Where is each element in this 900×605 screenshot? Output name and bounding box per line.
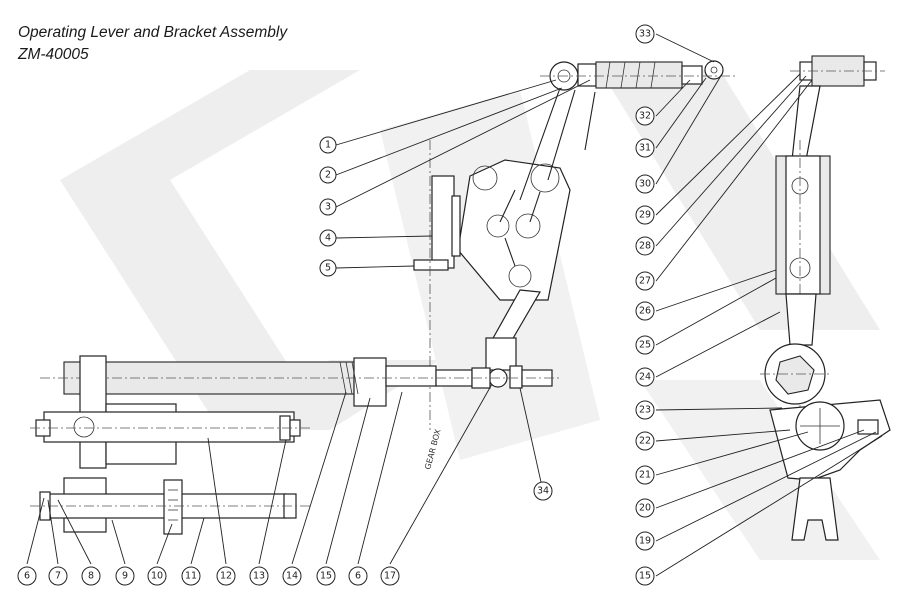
svg-text:11: 11: [185, 571, 197, 582]
callout-20: 20: [635, 498, 655, 518]
callout-26: 26: [635, 301, 655, 321]
svg-text:26: 26: [639, 306, 651, 317]
callout-21: 21: [635, 465, 655, 485]
svg-text:2: 2: [325, 170, 331, 181]
callout-33: 33: [635, 24, 655, 44]
callout-11: 11: [181, 566, 201, 586]
svg-text:22: 22: [639, 436, 651, 447]
svg-text:20: 20: [639, 503, 651, 514]
svg-text:29: 29: [639, 210, 651, 221]
svg-text:14: 14: [286, 571, 298, 582]
svg-text:31: 31: [639, 143, 651, 154]
watermark: [60, 70, 880, 560]
svg-text:23: 23: [639, 405, 651, 416]
svg-text:4: 4: [325, 233, 331, 244]
callout-34: 34: [533, 481, 553, 501]
callout-22: 22: [635, 431, 655, 451]
part-number: ZM-40005: [18, 46, 89, 63]
callout-17: 17: [380, 566, 400, 586]
turnbuckle-rod: [540, 60, 735, 91]
callout-15-right: 15: [635, 566, 655, 586]
gearbox-lever: [413, 87, 596, 430]
callout-2: 2: [319, 166, 337, 184]
callout-6-right: 6: [348, 566, 368, 586]
svg-text:25: 25: [639, 340, 651, 351]
callout-24: 24: [635, 367, 655, 387]
svg-text:33: 33: [639, 29, 651, 40]
callout-7: 7: [48, 566, 68, 586]
svg-text:7: 7: [55, 571, 61, 582]
svg-text:15: 15: [639, 571, 651, 582]
svg-text:17: 17: [384, 571, 396, 582]
callout-1: 1: [319, 136, 337, 154]
drawing-title: Operating Lever and Bracket Assembly: [18, 24, 288, 41]
svg-text:8: 8: [88, 571, 94, 582]
callout-25: 25: [635, 335, 655, 355]
svg-text:27: 27: [639, 276, 651, 287]
callout-3: 3: [319, 198, 337, 216]
callout-31: 31: [635, 138, 655, 158]
callout-30: 30: [635, 174, 655, 194]
svg-text:10: 10: [151, 571, 163, 582]
svg-text:5: 5: [325, 263, 331, 274]
callout-5: 5: [319, 259, 337, 277]
callout-10: 10: [147, 566, 167, 586]
callout-4: 4: [319, 229, 337, 247]
svg-text:3: 3: [325, 202, 331, 213]
callout-12: 12: [216, 566, 236, 586]
svg-text:13: 13: [253, 571, 265, 582]
svg-text:15: 15: [320, 571, 332, 582]
callout-14: 14: [282, 566, 302, 586]
svg-text:1: 1: [325, 140, 331, 151]
callout-8: 8: [81, 566, 101, 586]
shaft-assembly: GEAR BOX: [30, 355, 560, 535]
svg-text:6: 6: [355, 571, 361, 582]
svg-text:9: 9: [122, 571, 128, 582]
callout-29: 29: [635, 205, 655, 225]
callout-23: 23: [635, 400, 655, 420]
leader-lines: [26, 33, 883, 577]
callout-13: 13: [249, 566, 269, 586]
callout-19: 19: [635, 531, 655, 551]
svg-text:32: 32: [639, 111, 651, 122]
gearbox-note: GEAR BOX: [423, 428, 443, 471]
title-block: Operating Lever and Bracket Assembly ZM-…: [18, 22, 287, 66]
callout-32: 32: [635, 106, 655, 126]
svg-text:28: 28: [639, 241, 651, 252]
bell-crank: [760, 55, 891, 541]
callout-27: 27: [635, 271, 655, 291]
callout-bubbles: 1 2 3 4 5 6 7 8 9 10 11 12 13 14 15 6 17…: [17, 24, 655, 586]
callout-9: 9: [115, 566, 135, 586]
svg-text:21: 21: [639, 470, 651, 481]
svg-text:30: 30: [639, 179, 651, 190]
svg-text:34: 34: [537, 486, 549, 497]
callout-6-left: 6: [17, 566, 37, 586]
svg-text:24: 24: [639, 372, 651, 383]
svg-text:6: 6: [24, 571, 30, 582]
callout-15-left: 15: [316, 566, 336, 586]
svg-text:12: 12: [220, 571, 232, 582]
callout-28: 28: [635, 236, 655, 256]
svg-text:19: 19: [639, 536, 651, 547]
